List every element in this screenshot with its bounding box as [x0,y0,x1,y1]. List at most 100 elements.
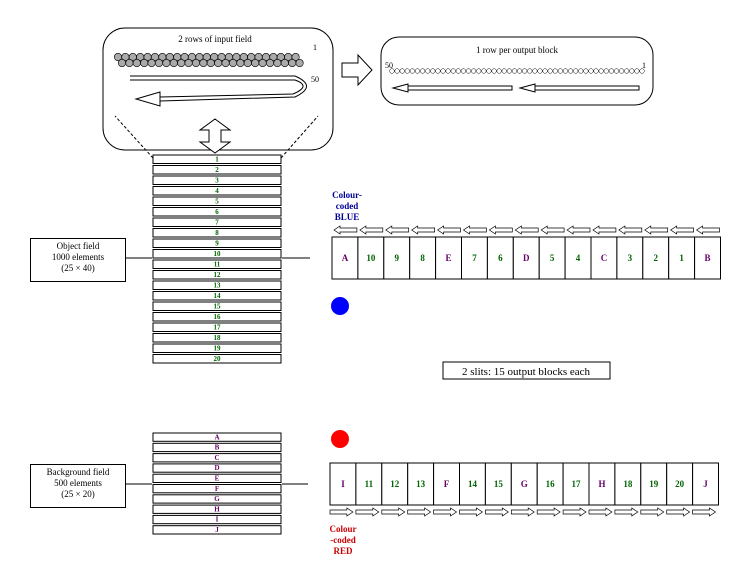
red-slit-block-label: 12 [390,479,400,489]
blue-slit-block-label: 10 [366,253,376,263]
object-field-row-label: 3 [215,177,219,185]
input-element-circle [140,58,149,67]
background-field-row [152,514,282,525]
object-field-row [152,249,282,259]
output-element-circle [450,68,456,74]
background-field-row [152,504,282,514]
input-field-panel: 2 rows of input field 1 50 [102,27,334,151]
output-element-circle [481,68,487,74]
red-slit-block-label: 19 [649,479,659,489]
red-label-line-2: -coded [330,535,356,545]
red-dot [331,430,349,448]
red-slit-arrow [510,507,535,517]
output-arrow-left-head [391,83,409,93]
blue-slit-block [668,236,696,280]
object-field-row-label: 7 [215,219,219,227]
input-element-circle [192,58,201,67]
object-field-row-label: 9 [215,240,219,248]
object-field-row-label: 15 [214,303,222,311]
output-element-circle [608,68,614,74]
input-element-circle [236,58,245,67]
output-element-circle [522,68,528,74]
output-element-circle [603,68,609,74]
input-element-circle [162,58,171,67]
blue-slit-block [461,236,488,280]
blue-slit-arrow [333,225,358,235]
blue-slit-block-label: A [342,253,349,263]
red-label-line-1: Colour [329,524,357,534]
output-element-circle [557,68,563,74]
blue-slit-arrow [359,225,384,235]
background-field-row [152,473,282,484]
input-element-circle [184,58,193,67]
blue-slit-block-label: 2 [654,253,659,263]
blue-slit-arrow [592,225,617,235]
blue-slit-block [383,236,411,280]
input-element-circle [206,58,215,67]
background-field-row-label: D [214,464,219,472]
background-field-caption: Background field 500 elements (25 × 20) [30,464,126,508]
object-field-row-label: 11 [214,261,221,269]
blue-label-line-2: coded [335,201,359,211]
object-field-row-label: 6 [215,208,219,216]
red-slit-block [666,462,694,506]
object-field-row [152,175,282,185]
output-element-circle [624,68,630,74]
input-element-circle [251,58,260,67]
output-element-circle [460,68,466,74]
red-slit-block-label: I [341,479,345,489]
blue-slit-block [409,236,437,280]
blue-slit-block-label: B [705,253,711,263]
red-slit-block [433,462,461,506]
input-element-circle [132,58,141,67]
blue-slit-arrows [333,225,720,235]
blue-slit-block-label: 9 [395,253,400,263]
blue-slit-block [694,236,721,280]
background-field-row-label: J [215,526,219,534]
background-field-row [152,432,282,442]
blue-slit-arrow [670,225,694,235]
object-caption-line-1: Object field [56,241,100,251]
output-element-circle [455,68,461,74]
blue-slit-arrow [436,225,461,235]
output-element-circle [588,68,594,74]
output-element-circle [389,68,395,74]
input-circle-rows [114,52,304,67]
blue-slit-arrow [385,225,410,235]
output-element-circle [593,68,599,74]
output-element-circle [506,68,512,74]
object-field-row [152,333,282,343]
output-element-circle [552,68,558,74]
output-element-circle [430,68,436,74]
output-element-circle [542,68,548,74]
output-arrow-right-head [518,83,536,93]
red-colour-code-label: Colour -coded RED [316,524,370,557]
background-caption-line-3: (25 × 20) [61,489,95,499]
background-field-row [152,453,282,463]
note-text: 2 slits: 15 output blocks each [462,366,591,378]
red-slit-block-label: F [444,479,450,489]
background-field-row [152,442,282,453]
red-slit-arrow [666,507,691,517]
object-field-row [152,280,282,290]
object-field-row-label: 4 [215,187,219,195]
object-field-row [152,207,282,217]
output-element-circle [496,68,502,74]
blue-colour-code-label: Colour- coded BLUE [320,190,374,223]
output-arrow-right-shaft [534,85,640,91]
blue-slit-block [512,236,540,280]
blue-slit-block-label: E [446,253,452,263]
output-element-circle [404,68,410,74]
background-field-row [152,463,282,473]
input-element-circle [229,58,238,67]
background-field-row [152,494,282,504]
red-slit-arrow [562,507,587,517]
object-field-row-label: 12 [214,271,222,279]
object-field-caption: Object field 1000 elements (25 × 40) [30,238,126,282]
blue-slit-block [616,236,644,280]
output-element-circle [399,68,405,74]
object-field-row [152,165,282,175]
output-element-circle [435,68,441,74]
object-caption-line-3: (25 × 40) [61,263,95,273]
input-element-circle [214,58,223,67]
